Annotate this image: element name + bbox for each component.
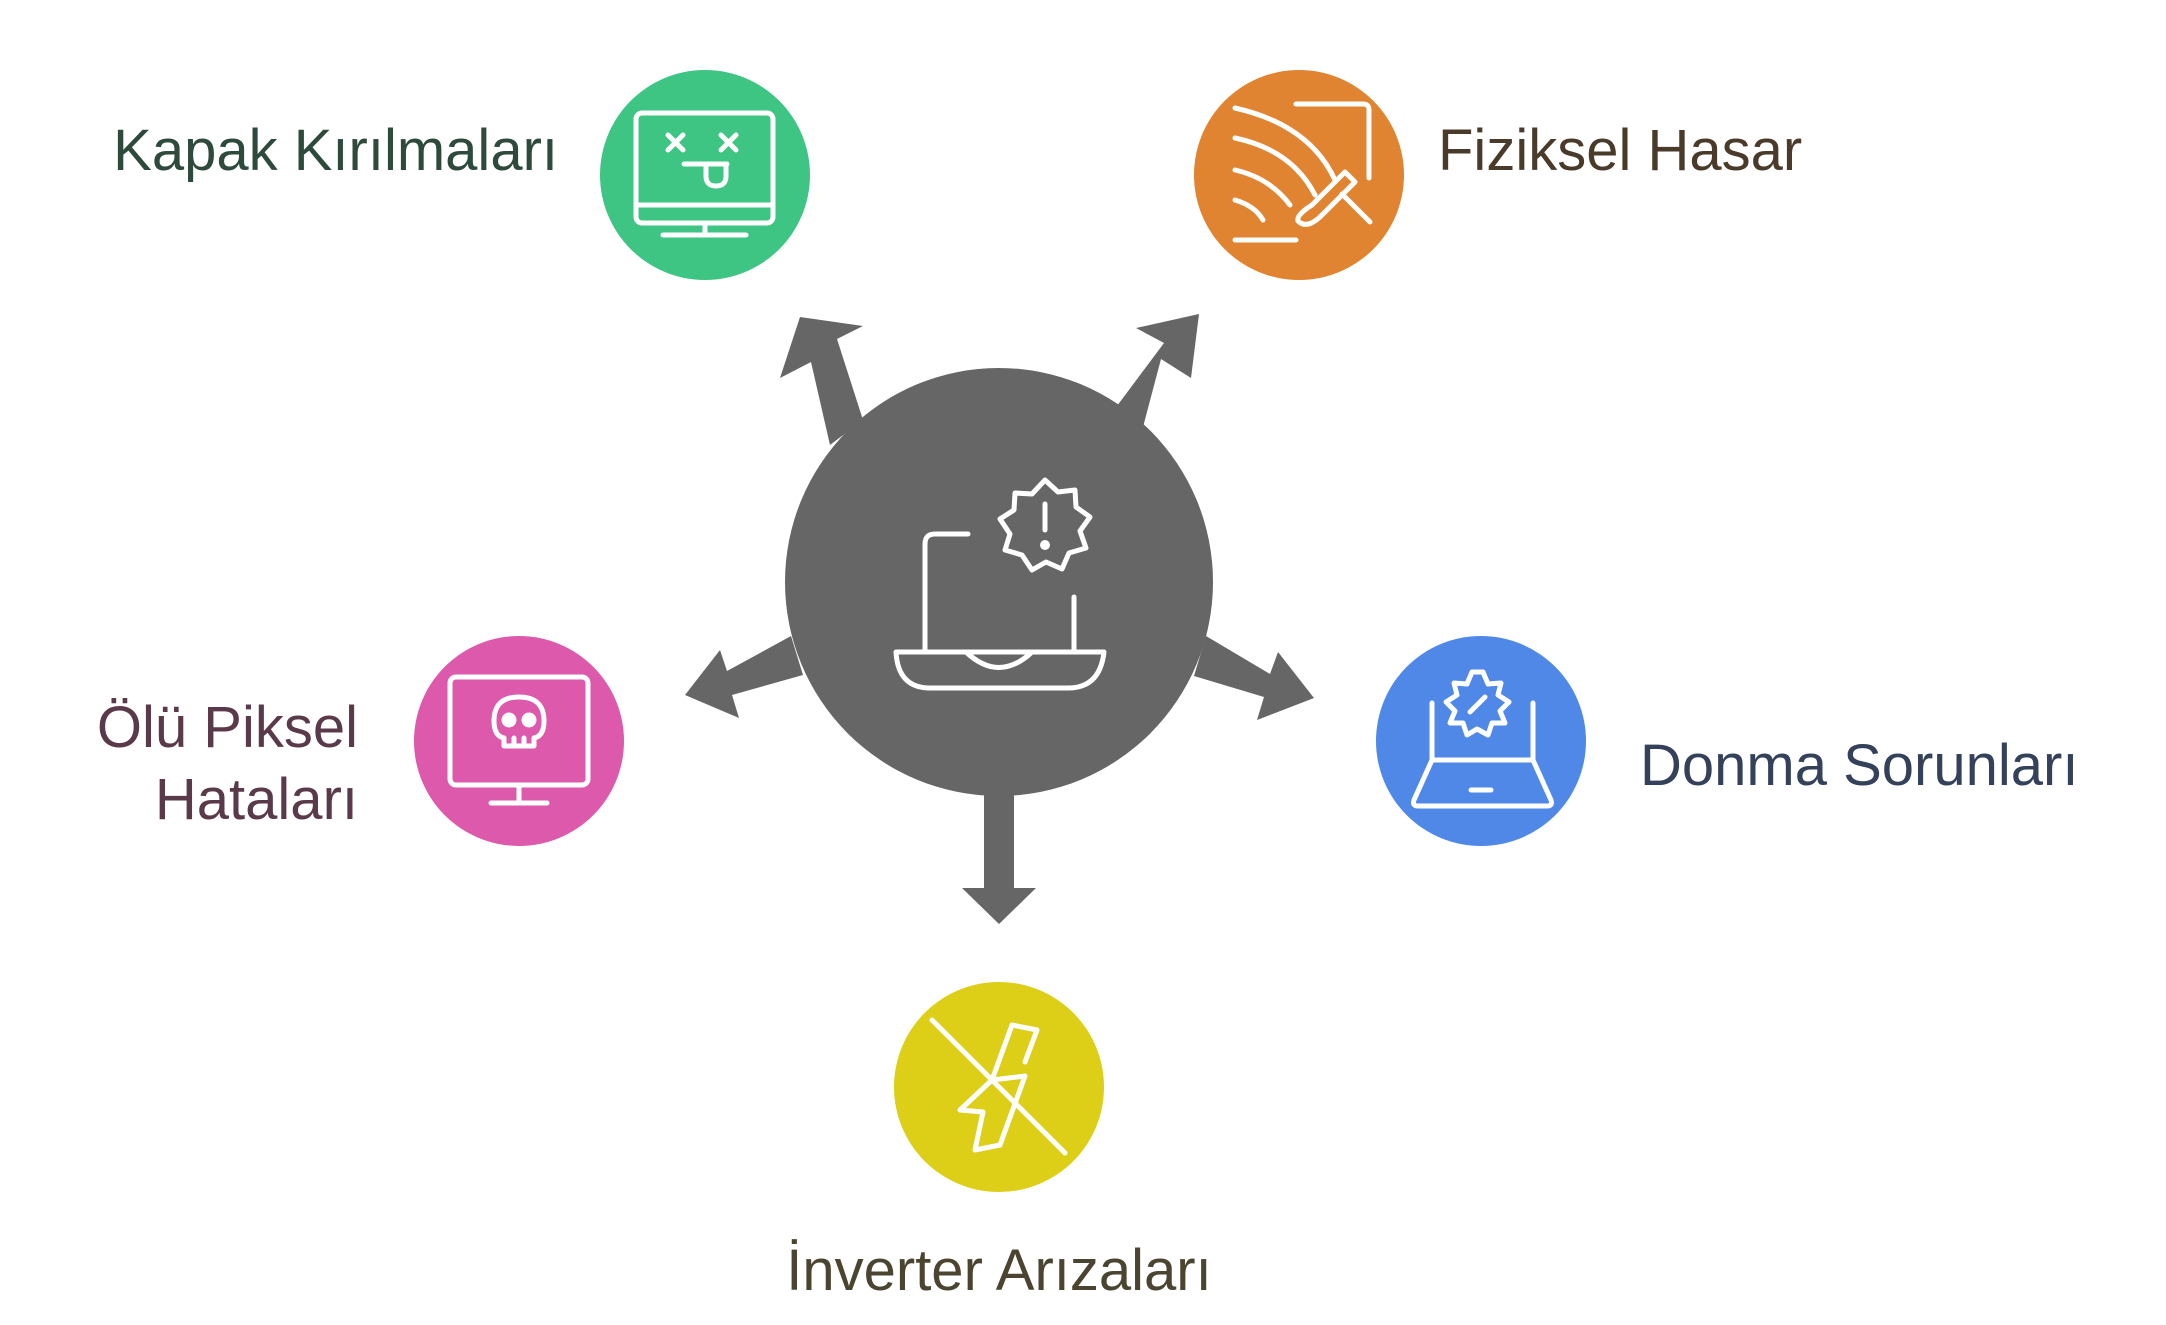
cracked-screen-hand-icon [1232, 101, 1373, 243]
label-fiziksel-text: Fiziksel Hasar [1438, 118, 1803, 183]
arrow-to-donma [1194, 636, 1314, 720]
label-kapak-kirilmalari: Kapak Kırılmaları [113, 115, 558, 187]
monitor-dizzy-face-icon [633, 110, 776, 238]
arrow-to-inverter [962, 790, 1036, 924]
arrow-to-kapak [780, 317, 863, 445]
label-fiziksel-hasar: Fiziksel Hasar [1438, 115, 1802, 187]
donma-node [1376, 636, 1586, 846]
label-donma-sorunlari: Donma Sorunları [1640, 730, 2078, 802]
laptop-gear-icon [1411, 669, 1554, 809]
label-donma-text: Donma Sorunları [1640, 733, 2079, 798]
olu-piksel-node [414, 636, 624, 846]
label-olu-piksel-hatalari: Ölü Piksel Hataları [97, 692, 358, 836]
laptop-alert-icon [893, 477, 1107, 691]
monitor-skull-icon [447, 674, 591, 806]
label-inverter-text: İnverter Arızaları [786, 1238, 1212, 1303]
lightning-off-icon [929, 1017, 1068, 1156]
center-node [785, 368, 1213, 796]
arrow-to-olu-piksel [685, 636, 803, 718]
label-inverter-arizalari: İnverter Arızaları [699, 1235, 1299, 1307]
label-olu-piksel-line1: Ölü Piksel [96, 695, 358, 760]
label-olu-piksel-line2: Hataları [154, 767, 358, 832]
label-kapak-text: Kapak Kırılmaları [113, 118, 558, 183]
